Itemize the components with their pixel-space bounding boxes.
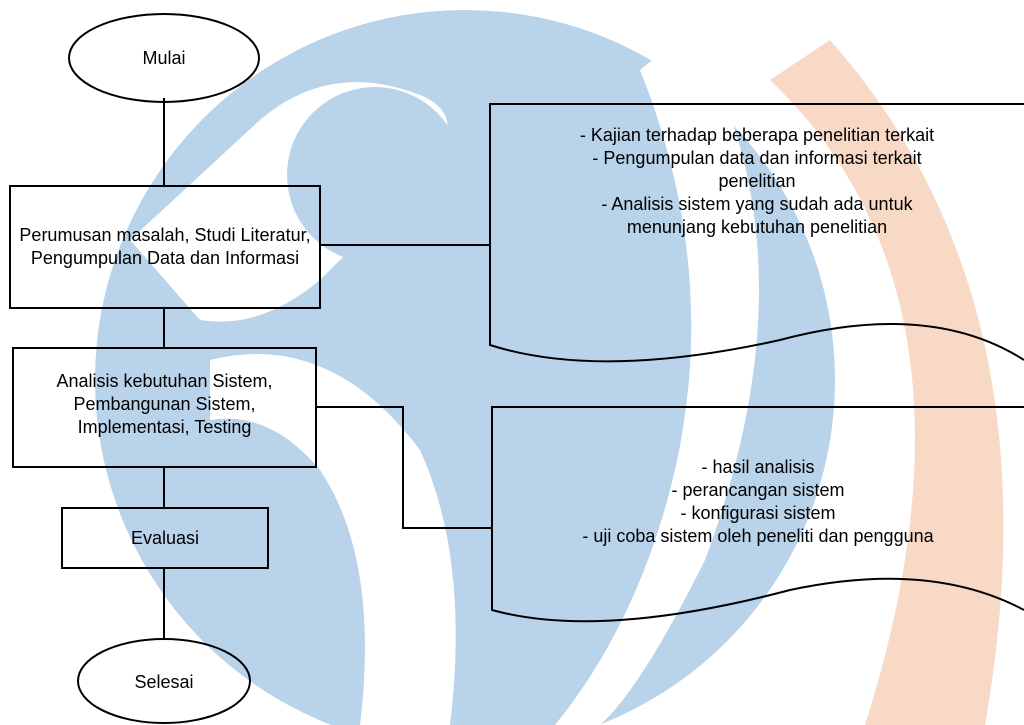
note1-line: - Kajian terhadap beberapa penelitian te…: [579, 125, 935, 145]
note2-line: - uji coba sistem oleh peneliti dan peng…: [582, 526, 934, 546]
watermark-stripe: [555, 30, 759, 725]
step2-label: Analisis kebutuhan Sistem, Pembangunan S…: [56, 371, 273, 437]
step3-box: [61, 507, 269, 569]
end-oval: [77, 638, 251, 724]
note2-document: [491, 406, 1024, 623]
note2-line: - konfigurasi sistem: [680, 503, 836, 523]
note2-line: - hasil analisis: [701, 457, 815, 477]
step1-label: Perumusan masalah, Studi Literatur, Peng…: [19, 225, 311, 268]
note1-text: - Kajian terhadap beberapa penelitian te…: [490, 124, 1024, 239]
watermark-head: [287, 87, 463, 263]
note1-line: - Pengumpulan data dan informasi terkait: [592, 148, 922, 168]
end-label: Selesai: [134, 671, 194, 692]
step3-label: Evaluasi: [130, 527, 200, 548]
start-label: Mulai: [142, 47, 186, 68]
watermark-inner-curve: [210, 354, 456, 725]
note1-line: menunjang kebutuhan penelitian: [626, 217, 888, 237]
step1-box: [9, 185, 321, 309]
watermark-orange-arc: [770, 40, 1004, 725]
note1-line: penelitian: [718, 171, 796, 191]
start-oval: [68, 13, 260, 103]
note2-line: - perancangan sistem: [671, 480, 845, 500]
connector-step2-note2: [316, 406, 492, 529]
note1-line: - Analisis sistem yang sudah ada untuk: [601, 194, 913, 214]
note1-document: [489, 103, 1024, 363]
note2-text: - hasil analisis - perancangan sistem - …: [492, 456, 1024, 548]
